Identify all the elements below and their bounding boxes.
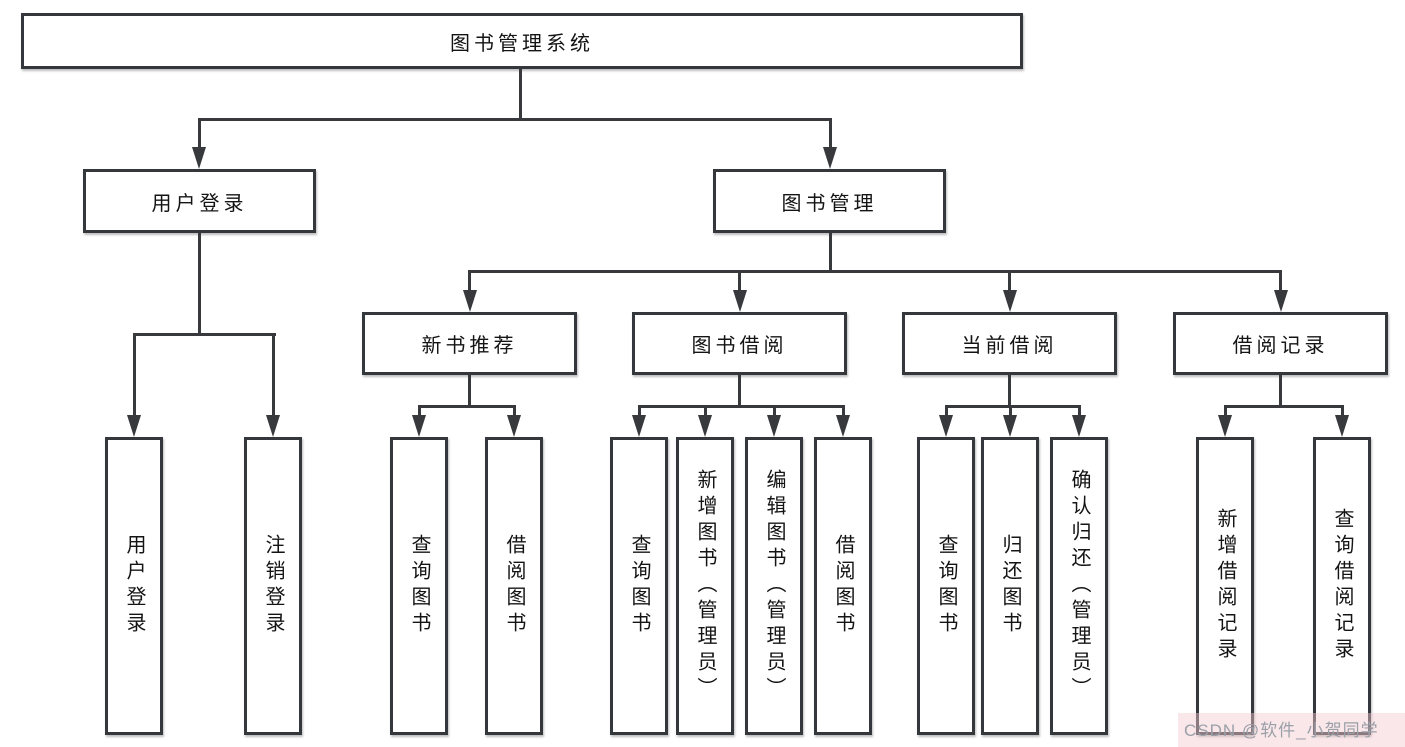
leaf-label: 查询图书: [408, 534, 430, 638]
node-user-login: 用户登录: [83, 169, 316, 233]
connector-drop: [417, 405, 421, 417]
node-root-library-system: 图书管理系统: [21, 13, 1023, 69]
node-label: 图书管理: [781, 192, 878, 215]
arrow-down-icon: [1002, 290, 1017, 312]
connector-drop: [841, 405, 845, 417]
arrow-down-icon: [823, 147, 837, 169]
connector-drop-user-login: [197, 118, 201, 148]
connector-drop: [703, 405, 707, 417]
arrow-down-icon: [1072, 415, 1086, 437]
leaf-label: 借阅图书: [503, 534, 525, 638]
connector-drop: [1008, 405, 1012, 417]
leaf-borrow-books: 借阅图书: [814, 437, 872, 735]
connector-drop-records: [1279, 270, 1282, 292]
arrow-down-icon: [1335, 415, 1349, 437]
leaf-edit-book-admin: 编辑图书（管理员）: [745, 437, 803, 735]
arrow-down-icon: [732, 290, 747, 312]
arrow-down-icon: [1273, 290, 1288, 312]
arrow-down-icon: [836, 415, 850, 437]
connector-borrow-splitter: [637, 405, 845, 408]
connector-drop: [1077, 405, 1081, 417]
arrow-down-icon: [1218, 415, 1232, 437]
node-book-borrow: 图书借阅: [632, 312, 847, 375]
leaf-label: 查询借阅记录: [1331, 508, 1353, 664]
leaf-label: 借阅图书: [832, 534, 854, 638]
connector-records-stem: [1279, 375, 1282, 408]
leaf-label: 用户登录: [123, 534, 145, 638]
connector-userlogin-splitter: [132, 333, 276, 336]
leaf-query-books-current: 查询图书: [917, 437, 975, 735]
connector-bookmgmt-splitter: [468, 270, 1282, 273]
connector-drop: [944, 405, 948, 417]
leaf-label: 编辑图书（管理员）: [763, 469, 785, 703]
node-label: 新书推荐: [421, 335, 518, 357]
leaf-add-borrow-record: 新增借阅记录: [1196, 437, 1254, 735]
arrow-down-icon: [767, 415, 781, 437]
connector-drop: [1340, 405, 1344, 417]
connector-recommend-splitter: [417, 405, 516, 408]
connector-current-splitter: [944, 405, 1080, 408]
arrow-down-icon: [266, 415, 280, 437]
leaf-query-borrow-record: 查询借阅记录: [1313, 437, 1371, 735]
leaf-logout: 注销登录: [244, 437, 302, 735]
arrow-down-icon: [192, 147, 206, 169]
node-new-book-recommend: 新书推荐: [362, 312, 577, 375]
connector-drop-leaf-logout: [271, 333, 275, 417]
arrow-down-icon: [127, 415, 141, 437]
node-label: 用户登录: [151, 192, 248, 215]
node-current-borrow: 当前借阅: [902, 312, 1117, 375]
connector-drop-current: [1008, 270, 1011, 292]
leaf-label: 注销登录: [262, 534, 284, 638]
watermark-text: CSDN @软件_小贺同学: [1184, 721, 1379, 740]
leaf-confirm-return-admin: 确认归还（管理员）: [1050, 437, 1108, 735]
leaf-query-books-borrow: 查询图书: [610, 437, 668, 735]
connector-userlogin-stem: [197, 233, 201, 335]
connector-borrow-stem: [738, 375, 741, 408]
leaf-label: 新增借阅记录: [1214, 508, 1236, 664]
leaf-return-book: 归还图书: [981, 437, 1039, 735]
leaf-borrow-books-recommend: 借阅图书: [485, 437, 543, 735]
connector-root-splitter: [197, 118, 832, 121]
connector-drop-borrow: [738, 270, 741, 292]
arrow-down-icon: [507, 415, 521, 437]
node-borrow-records: 借阅记录: [1173, 312, 1388, 375]
connector-drop: [512, 405, 516, 417]
leaf-label: 查询图书: [628, 534, 650, 638]
arrow-down-icon: [412, 415, 426, 437]
arrow-down-icon: [698, 415, 712, 437]
connector-root-stem: [518, 68, 522, 121]
arrow-down-icon: [1003, 415, 1017, 437]
connector-recommend-stem: [468, 375, 471, 408]
connector-drop-book-management: [828, 118, 832, 148]
leaf-label: 归还图书: [999, 534, 1021, 638]
watermark-band: [1178, 713, 1405, 747]
arrow-down-icon: [462, 290, 477, 312]
connector-bookmgmt-stem: [828, 233, 832, 273]
leaf-add-book-admin: 新增图书（管理员）: [676, 437, 734, 735]
connector-drop-leaf-login: [132, 333, 136, 417]
arrow-down-icon: [632, 415, 646, 437]
connector-drop: [1223, 405, 1227, 417]
node-label: 当前借阅: [961, 335, 1058, 357]
connector-current-stem: [1008, 375, 1011, 408]
leaf-label: 确认归还（管理员）: [1068, 469, 1090, 703]
connector-drop: [772, 405, 776, 417]
node-book-management: 图书管理: [713, 169, 946, 233]
connector-drop: [637, 405, 641, 417]
node-label: 图书借阅: [691, 335, 788, 357]
leaf-user-login: 用户登录: [105, 437, 163, 735]
connector-drop-recommend: [468, 270, 471, 292]
node-label: 图书管理系统: [450, 32, 594, 55]
connector-records-splitter: [1223, 405, 1344, 408]
node-label: 借阅记录: [1232, 335, 1329, 357]
leaf-query-books-recommend: 查询图书: [390, 437, 448, 735]
arrow-down-icon: [939, 415, 953, 437]
leaf-label: 新增图书（管理员）: [694, 469, 716, 703]
leaf-label: 查询图书: [935, 534, 957, 638]
